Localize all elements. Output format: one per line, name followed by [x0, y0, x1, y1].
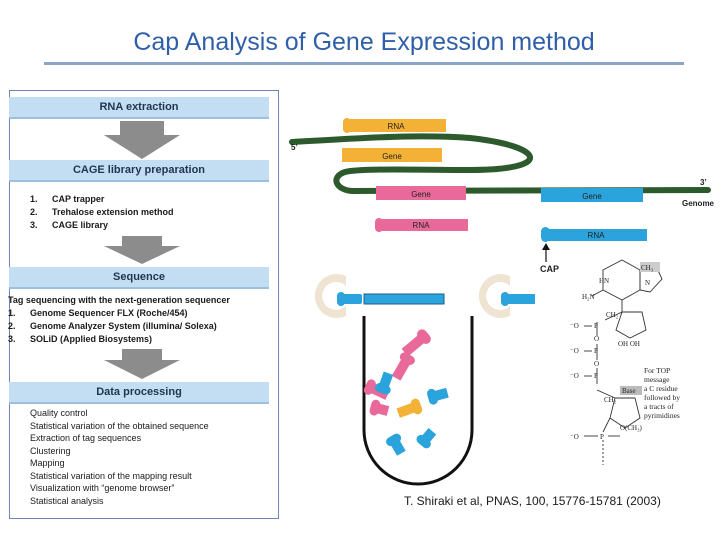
processing-list: Quality control Statistical variation of…: [30, 407, 209, 507]
top-message-note: For TOP message a C residue followed by …: [644, 366, 681, 420]
rna-fragment: [427, 387, 449, 405]
svg-text:Gene: Gene: [382, 152, 402, 161]
svg-text:CH₂: CH₂: [606, 311, 619, 319]
rna-orange: RNA: [343, 118, 446, 133]
five-prime-label: 5’: [291, 143, 298, 152]
cap-trapper-shape: [314, 274, 346, 318]
svg-text:OH OH: OH OH: [618, 340, 640, 348]
svg-text:Gene: Gene: [582, 192, 602, 201]
capped-rna: [501, 292, 535, 306]
down-arrow-icon: [104, 121, 180, 159]
list-item: 2.Trehalose extension method: [30, 207, 174, 217]
svg-text:N: N: [645, 279, 650, 287]
sequence-intro: Tag sequencing with the next-generation …: [8, 295, 230, 305]
list-item: Extraction of tag sequences: [30, 433, 142, 443]
svg-text:⁻O: ⁻O: [570, 372, 579, 380]
list-item: Visualization with “genome browser”: [30, 483, 175, 493]
gene-blue: Gene: [541, 188, 643, 202]
genome-label: Genome: [682, 199, 715, 208]
rna-fragment: [375, 371, 394, 395]
svg-text:⁻O: ⁻O: [570, 347, 579, 355]
svg-text:O: O: [594, 360, 599, 368]
svg-text:O: O: [594, 335, 599, 343]
svg-text:CH₃: CH₃: [641, 264, 654, 272]
gene-orange: Gene: [342, 148, 442, 162]
list-item: 3.CAGE library: [30, 220, 109, 230]
sequence-list: Tag sequencing with the next-generation …: [8, 294, 230, 346]
list-item: Clustering: [30, 445, 71, 456]
title-divider: [44, 62, 684, 65]
list-item: Mapping: [30, 458, 65, 468]
list-item: 1.Genome Sequencer FLX (Roche/454): [8, 308, 188, 318]
cap-arrow-icon: [542, 243, 550, 262]
down-arrow-icon: [104, 349, 180, 379]
svg-text:P: P: [600, 433, 604, 441]
cap-label: CAP: [540, 264, 559, 274]
three-prime-label: 3’: [700, 178, 707, 187]
rna-blue: RNA: [541, 227, 647, 242]
citation: T. Shiraki et al, PNAS, 100, 15776-15781…: [404, 494, 661, 508]
step-sequence: Sequence: [9, 267, 269, 289]
cap-structure: [584, 259, 663, 465]
svg-text:H₂N: H₂N: [582, 293, 595, 301]
page-title: Cap Analysis of Gene Expression method: [133, 28, 595, 56]
list-item: Statistical variation of the obtained se…: [30, 420, 209, 431]
list-item: 3.SOLiD (Applied Biosystems): [8, 334, 153, 344]
rna-fragment: [401, 329, 431, 357]
svg-text:RNA: RNA: [413, 221, 431, 230]
svg-text:Gene: Gene: [411, 190, 431, 199]
rna-fragment: [386, 433, 406, 456]
svg-text:O(CH₃): O(CH₃): [620, 424, 643, 432]
step-cage-library: CAGE library preparation: [9, 160, 269, 182]
list-item: Statistical variation of the mapping res…: [30, 470, 192, 481]
svg-text:RNA: RNA: [588, 231, 606, 240]
list-item: Quality control: [30, 408, 88, 418]
svg-text:P: P: [594, 347, 598, 355]
list-item: 2.Genome Analyzer System (illumina/ Sole…: [8, 321, 217, 331]
genome-strand: [289, 133, 711, 195]
svg-text:⁻O: ⁻O: [570, 322, 579, 330]
cap-trapper-shape: [478, 274, 510, 318]
rna-pink: RNA: [375, 218, 468, 232]
cap-structure-labels: CH₃ HN N H₂N CH₂ ⁻O P O ⁻O P O ⁻O P OH O…: [570, 262, 660, 441]
svg-text:P: P: [594, 322, 598, 330]
svg-text:RNA: RNA: [388, 122, 406, 131]
rna-fragment: [416, 428, 437, 449]
uncapped-rna: [363, 293, 445, 305]
gene-pink: Gene: [376, 186, 466, 200]
step-rna-extraction: RNA extraction: [9, 97, 269, 119]
rna-fragment: [391, 352, 415, 381]
svg-text:HN: HN: [599, 277, 609, 285]
cage-steps-list: 1.CAP trapper 2.Trehalose extension meth…: [30, 193, 174, 232]
step-data-processing: Data processing: [9, 382, 269, 404]
list-item: Statistical analysis: [30, 495, 104, 506]
svg-text:CH₂: CH₂: [604, 396, 617, 404]
workflow-panel: [9, 90, 279, 519]
rna-fragment: [369, 399, 390, 416]
capped-rna: [337, 292, 362, 306]
rna-fragment: [396, 398, 423, 418]
svg-text:⁻O: ⁻O: [570, 433, 579, 441]
down-arrow-icon: [104, 236, 180, 264]
list-item: 1.CAP trapper: [30, 194, 105, 204]
svg-text:Base: Base: [622, 387, 636, 395]
svg-text:P: P: [594, 372, 598, 380]
